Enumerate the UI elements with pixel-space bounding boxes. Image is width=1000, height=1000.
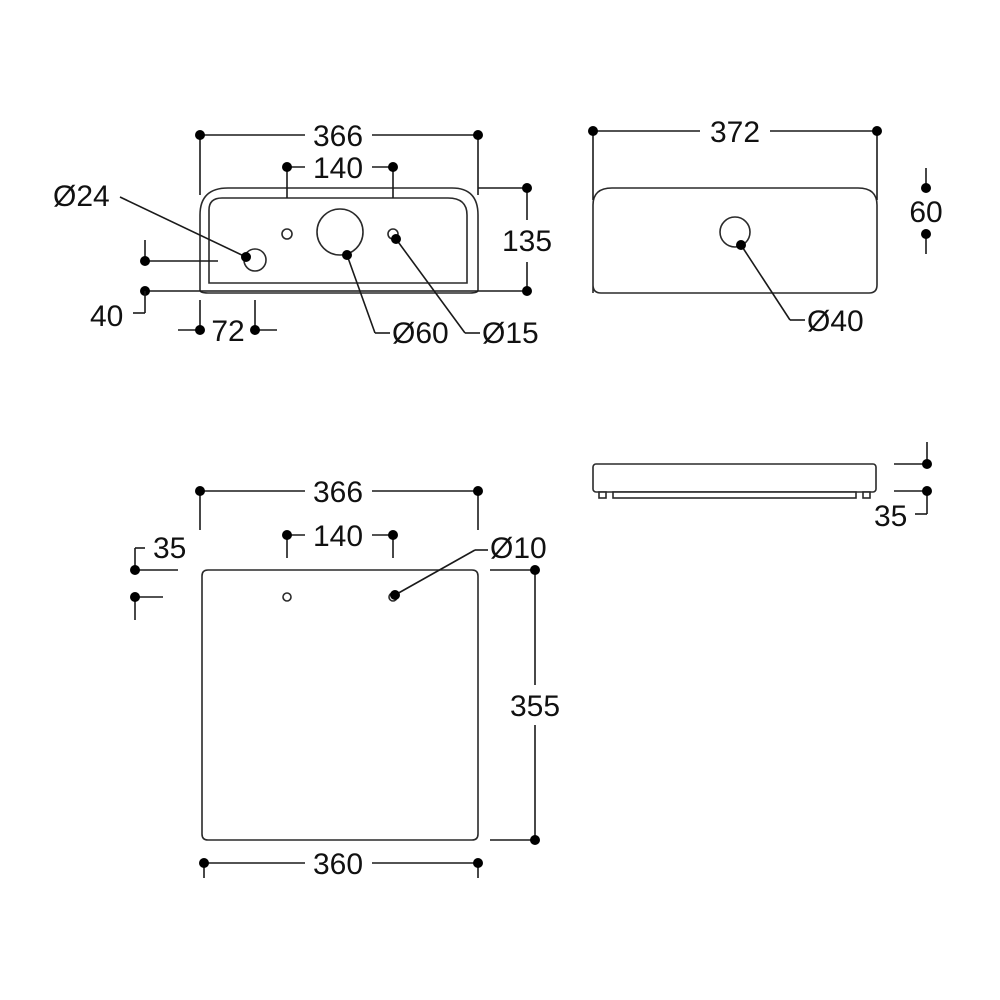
dim-flush-hole-dia: Ø60	[392, 317, 449, 350]
dim-inlet-dia: Ø24	[53, 180, 110, 213]
button-hole	[719, 216, 751, 248]
dim-width: 366	[313, 120, 363, 153]
dim-lid-thickness: 35	[874, 500, 907, 533]
dim-hole-spacing: 140	[313, 152, 363, 185]
flush-hole	[316, 208, 364, 256]
front-view: 372 60 Ø40	[588, 116, 943, 338]
dim-lid-height: 60	[909, 196, 942, 229]
lid-side-outline	[592, 463, 877, 493]
dim-lid-width: 372	[710, 116, 760, 149]
dim-depth: 135	[502, 225, 552, 258]
plan-view: 366 140 35 Ø10 355 360	[130, 476, 560, 881]
lid-flange	[612, 491, 857, 499]
dim-plan-width: 366	[313, 476, 363, 509]
dim-plan-bottom-width: 360	[313, 848, 363, 881]
dim-plan-hole-offset: 35	[153, 532, 186, 565]
dim-plan-hole-dia: Ø10	[490, 532, 547, 565]
dim-button-hole-dia: Ø40	[807, 305, 864, 338]
dim-plan-hole-spacing: 140	[313, 520, 363, 553]
hole	[281, 228, 293, 240]
dim-tap-hole-dia: Ø15	[482, 317, 539, 350]
side-view: 35	[592, 442, 932, 533]
top-view: 366 140 135 Ø24 40 72 Ø60 Ø15	[53, 120, 552, 350]
lid-plan-outline	[201, 569, 479, 841]
dim-plan-depth: 355	[510, 690, 560, 723]
dim-edge-offset: 40	[90, 300, 123, 333]
dim-hole-offset: 72	[211, 315, 244, 348]
